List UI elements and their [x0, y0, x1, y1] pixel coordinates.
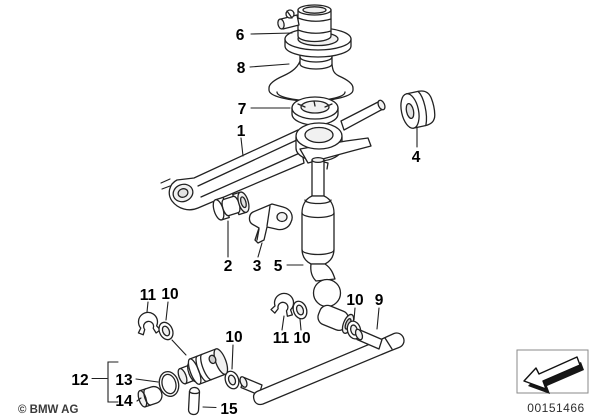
part-4-rubber-stop [400, 90, 436, 129]
part-11-clip-center [270, 292, 295, 317]
part-15-pin [187, 386, 201, 416]
part-11-clip-left [137, 311, 161, 336]
callout-10-rod: 10 [346, 292, 363, 309]
part-10-washer-center [292, 300, 308, 320]
callout-10-sleeve: 10 [225, 329, 242, 346]
callout-14: 14 [115, 393, 133, 410]
part-6-bearing-clamp [277, 4, 352, 58]
callout-9: 9 [375, 292, 384, 309]
part-1-selector-arm [160, 99, 386, 211]
part-7-damper-ring [291, 96, 339, 126]
part-3-bracket [248, 203, 293, 244]
image-number: 00151466 [527, 401, 584, 415]
callout-12: 12 [71, 372, 88, 389]
part-9-selector-rod [239, 328, 405, 406]
part-2-bushing [212, 191, 250, 221]
direction-arrow-icon [516, 349, 589, 394]
callout-4: 4 [412, 149, 421, 166]
part-10-washer-left [158, 321, 174, 341]
part-14-bushing-cap [137, 385, 163, 408]
callout-3: 3 [253, 258, 262, 275]
part-10-washer-sleeve [224, 370, 240, 390]
callout-10-center: 10 [293, 330, 310, 347]
callout-8: 8 [237, 60, 246, 77]
callout-5: 5 [274, 258, 283, 275]
callout-7: 7 [238, 101, 247, 118]
callout-11-center: 11 [273, 330, 290, 347]
copyright-text: © BMW AG [18, 404, 78, 416]
callout-2: 2 [224, 258, 233, 275]
callout-6: 6 [236, 27, 245, 44]
part-13-snap-ring [158, 371, 180, 397]
callout-10-left: 10 [161, 286, 178, 303]
callout-11-left: 11 [140, 287, 157, 304]
callout-leader-lines [91, 32, 418, 409]
callout-13: 13 [115, 372, 133, 389]
callout-15: 15 [220, 401, 238, 418]
callout-1: 1 [237, 123, 246, 140]
part-12-joint-sleeve [177, 348, 229, 385]
